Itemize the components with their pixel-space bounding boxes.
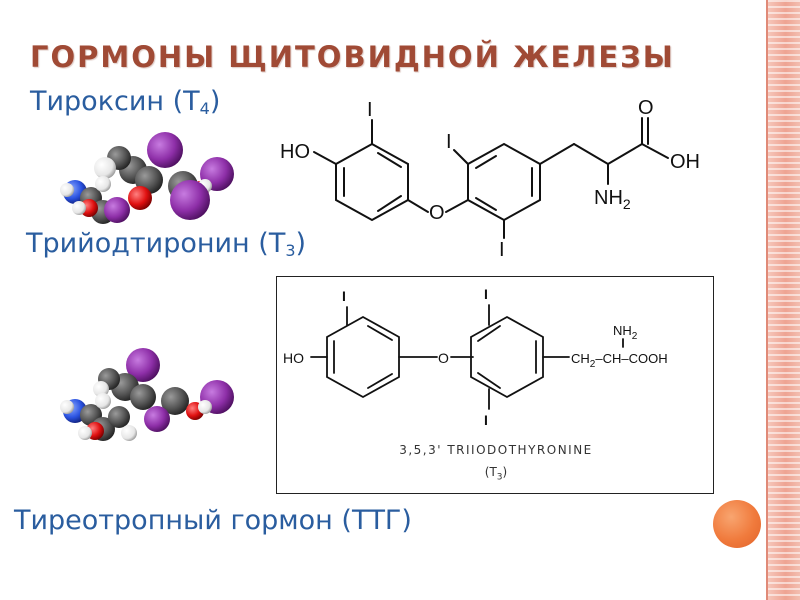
- decorative-stripe: [768, 0, 800, 600]
- hydrogen-atom: [72, 201, 86, 215]
- side-chain-label: CH2–CH–COOH: [571, 351, 668, 370]
- triiodothyronine-structural-formula: HO I O I I CH2–CH–COOH NH2: [283, 286, 668, 428]
- triiodothyronine-formula-box: HO I O I I CH2–CH–COOH NH2 3,5,3' TRIIOD…: [276, 276, 714, 494]
- amino-label: NH2: [594, 187, 631, 212]
- formula-caption: 3,5,3' TRIIODOTHYRONINE: [399, 443, 593, 457]
- carbon-atom: [130, 384, 156, 410]
- thyroxine-structural-formula: HO I O I I O OH NH2: [280, 97, 700, 261]
- oxygen-atom: [80, 199, 98, 217]
- benzene-ring: [335, 142, 409, 222]
- hydrogen-atom: [93, 381, 109, 397]
- tsh-label: Тиреотропный гормон (ТТГ): [14, 505, 412, 536]
- iodine-label: I: [446, 131, 452, 153]
- triiodothyronine-molecule-model: [60, 348, 234, 441]
- hydrogen-atom: [94, 157, 116, 179]
- carboxyl-oh-label: OH: [670, 151, 700, 173]
- hydrogen-atom: [95, 176, 111, 192]
- iodine-label: I: [342, 288, 346, 304]
- hydrogen-atom: [198, 400, 212, 414]
- hydroxyl-label: HO: [283, 350, 304, 366]
- thyroxine-label: Тироксин (Т4): [30, 86, 221, 118]
- carbon-atom: [108, 406, 130, 428]
- iodine-atom: [104, 197, 130, 223]
- iodine-label: I: [499, 239, 505, 261]
- decorative-orange-circle: [713, 500, 761, 548]
- hydrogen-atom: [95, 393, 111, 409]
- triiodothyronine-label: Трийодтиронин (Т3): [26, 228, 307, 260]
- iodine-label: I: [484, 286, 488, 302]
- hydrogen-atom: [121, 425, 137, 441]
- benzene-ring: [467, 142, 541, 222]
- iodine-atom: [126, 348, 160, 382]
- carbon-atom: [161, 387, 189, 415]
- hydrogen-atom: [60, 400, 74, 414]
- amino-label: NH2: [613, 323, 638, 342]
- hydrogen-atom: [78, 426, 92, 440]
- oxygen-atom: [128, 186, 152, 210]
- ether-oxygen-label: O: [438, 350, 449, 366]
- ether-oxygen-label: O: [429, 202, 445, 224]
- iodine-label: I: [484, 412, 488, 428]
- benzene-ring: [470, 315, 544, 399]
- iodine-atom: [144, 406, 170, 432]
- carbonyl-oxygen-label: O: [638, 97, 654, 119]
- hydroxyl-label: HO: [280, 141, 310, 163]
- iodine-atom: [147, 132, 183, 168]
- hydrogen-atom: [60, 183, 74, 197]
- iodine-atom: [170, 180, 210, 220]
- formula-caption-abbrev: (T3): [484, 465, 508, 483]
- benzene-ring: [326, 315, 400, 399]
- slide-title: ГОРМОНЫ ЩИТОВИДНОЙ ЖЕЛЕЗЫ: [30, 40, 675, 74]
- decorative-stripe-line: [766, 0, 768, 600]
- thyroxine-molecule-model: [60, 132, 234, 224]
- iodine-label: I: [367, 99, 373, 121]
